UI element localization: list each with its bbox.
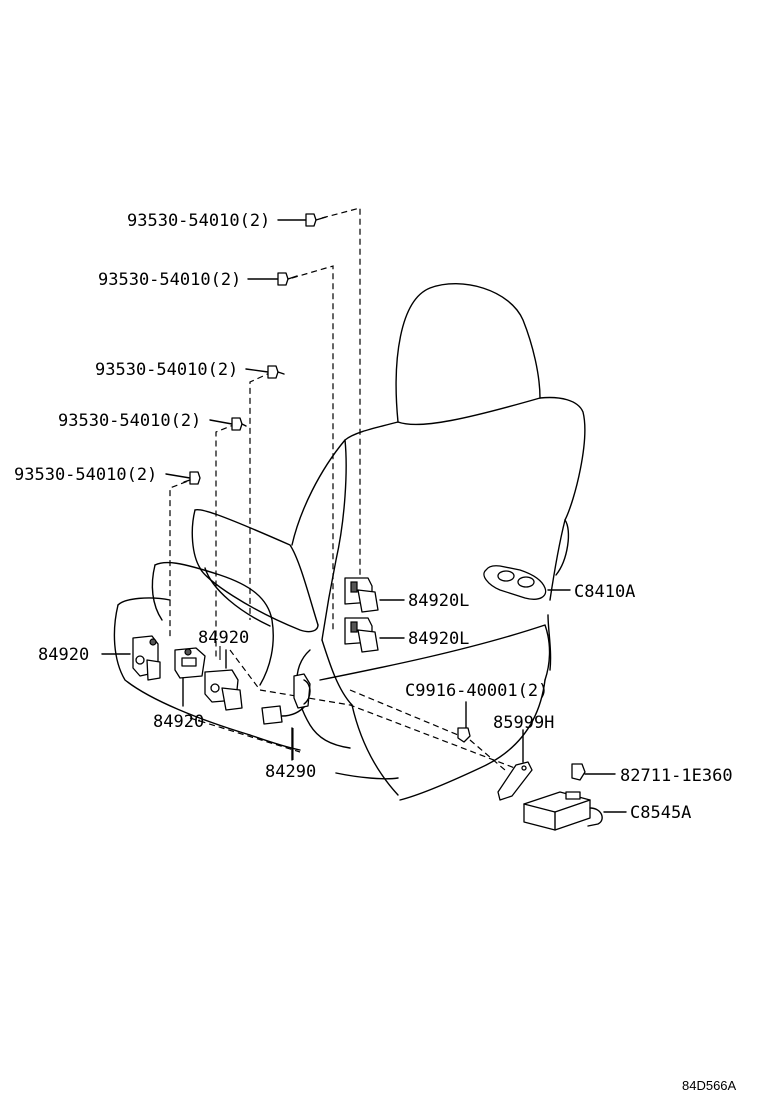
label-switch-l-upper: 84920L	[408, 591, 469, 611]
switch-84920-mid-upper	[174, 647, 206, 707]
label-wire-harness: 84290	[265, 762, 316, 782]
label-bolt-2: 93530-54010(2)	[98, 270, 241, 290]
switch-panel	[483, 565, 571, 600]
label-bolt-5: 93530-54010(2)	[14, 465, 157, 485]
bolt-2	[247, 272, 298, 286]
label-bolt-3: 93530-54010(2)	[95, 360, 238, 380]
switch-84920l-upper	[344, 577, 405, 613]
label-cover-mid-upper: 84920	[198, 628, 249, 648]
switch-84920-left	[101, 635, 161, 681]
clamp	[571, 763, 616, 781]
label-clamp: 82711-1E360	[620, 766, 733, 786]
switch-84920-mid-lower	[204, 649, 243, 711]
label-screw: C9916-40001(2)	[405, 681, 548, 701]
bracket	[497, 729, 533, 801]
seat-outline	[113, 283, 586, 801]
label-bolt-1: 93530-54010(2)	[127, 211, 270, 231]
screw	[457, 701, 471, 743]
label-bracket: 85999H	[493, 713, 554, 733]
label-switch-l-lower: 84920L	[408, 629, 469, 649]
label-bolt-4: 93530-54010(2)	[58, 411, 201, 431]
leader-lines	[219, 646, 294, 760]
bolt-3	[245, 365, 285, 379]
bolt-1	[277, 213, 327, 227]
bolt-5	[165, 471, 201, 485]
label-ecu: C8545A	[630, 803, 691, 823]
assembly-lines	[169, 207, 521, 771]
bolt-4	[209, 417, 247, 431]
switch-84920l-lower	[344, 617, 405, 653]
figure-code: 84D566A	[682, 1078, 737, 1093]
label-switch-panel: C8410A	[574, 582, 635, 602]
label-cover-left: 84920	[38, 645, 89, 665]
wire-harness	[261, 673, 311, 761]
ecu	[523, 791, 627, 831]
label-cover-mid-lower: 84920	[153, 712, 204, 732]
